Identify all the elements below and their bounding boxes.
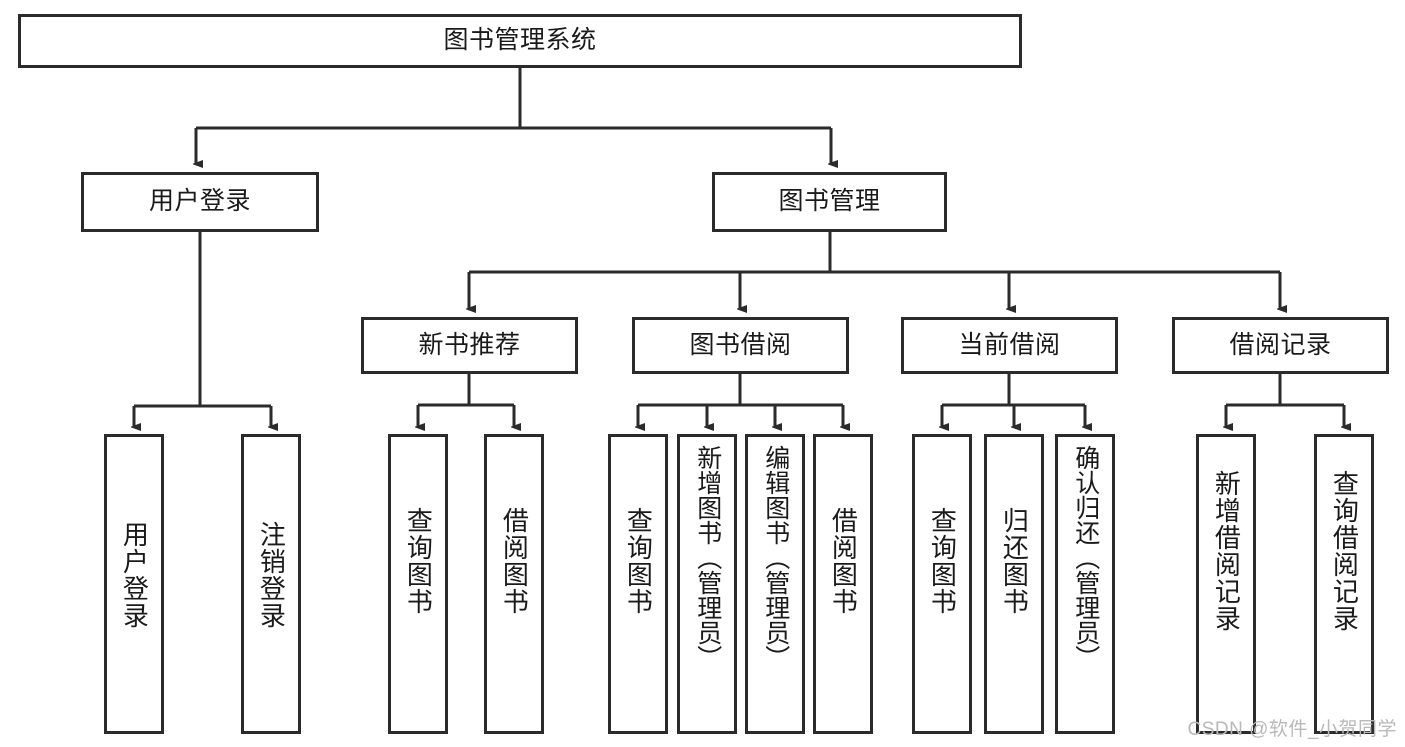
node-leaf-confirm-return[interactable]: 确认归还（管理员） [1055, 434, 1115, 734]
node-leaf-query-record[interactable]: 查询借阅记录 [1314, 434, 1374, 734]
node-root[interactable]: 图书管理系统 [18, 14, 1022, 68]
node-leaf-return-book-label: 归还图书 [999, 507, 1030, 615]
node-leaf-logout[interactable]: 注销登录 [241, 434, 301, 734]
node-current-borrow[interactable]: 当前借阅 [901, 317, 1118, 374]
node-leaf-query-book-3[interactable]: 查询图书 [912, 434, 972, 734]
node-leaf-edit-book-label: 编辑图书（管理员） [761, 445, 790, 670]
node-leaf-query-book-1-label: 查询图书 [403, 507, 434, 615]
node-root-label: 图书管理系统 [443, 26, 597, 55]
node-leaf-logout-label: 注销登录 [256, 521, 287, 629]
node-leaf-borrow-book-1[interactable]: 借阅图书 [484, 434, 544, 734]
node-book-manage[interactable]: 图书管理 [712, 172, 947, 232]
node-borrow-record[interactable]: 借阅记录 [1172, 317, 1389, 374]
node-leaf-borrow-book-2-label: 借阅图书 [828, 507, 859, 615]
node-leaf-query-book-2[interactable]: 查询图书 [608, 434, 668, 734]
node-current-borrow-label: 当前借阅 [958, 330, 1061, 359]
node-leaf-query-book-2-label: 查询图书 [623, 507, 654, 615]
node-leaf-return-book[interactable]: 归还图书 [984, 434, 1044, 734]
node-leaf-borrow-book-1-label: 借阅图书 [499, 507, 530, 615]
node-new-book-rec[interactable]: 新书推荐 [361, 317, 578, 374]
node-book-borrow-label: 图书借阅 [689, 330, 792, 359]
node-book-borrow[interactable]: 图书借阅 [632, 317, 849, 374]
node-leaf-add-record-label: 新增借阅记录 [1211, 470, 1242, 632]
node-leaf-query-book-3-label: 查询图书 [927, 507, 958, 615]
node-leaf-edit-book[interactable]: 编辑图书（管理员） [745, 434, 805, 734]
node-borrow-record-label: 借阅记录 [1229, 330, 1332, 359]
node-leaf-query-record-label: 查询借阅记录 [1329, 470, 1360, 632]
node-leaf-user-login-label: 用户登录 [119, 521, 150, 629]
node-user-login[interactable]: 用户登录 [81, 172, 319, 232]
node-leaf-borrow-book-2[interactable]: 借阅图书 [813, 434, 873, 734]
node-leaf-confirm-return-label: 确认归还（管理员） [1071, 445, 1100, 670]
node-leaf-user-login[interactable]: 用户登录 [104, 434, 164, 734]
node-leaf-add-book[interactable]: 新增图书（管理员） [677, 434, 737, 734]
node-leaf-add-record[interactable]: 新增借阅记录 [1196, 434, 1256, 734]
node-leaf-add-book-label: 新增图书（管理员） [693, 445, 722, 670]
node-user-login-label: 用户登录 [148, 187, 251, 216]
node-new-book-rec-label: 新书推荐 [418, 330, 521, 359]
node-leaf-query-book-1[interactable]: 查询图书 [388, 434, 448, 734]
node-book-manage-label: 图书管理 [778, 187, 881, 216]
